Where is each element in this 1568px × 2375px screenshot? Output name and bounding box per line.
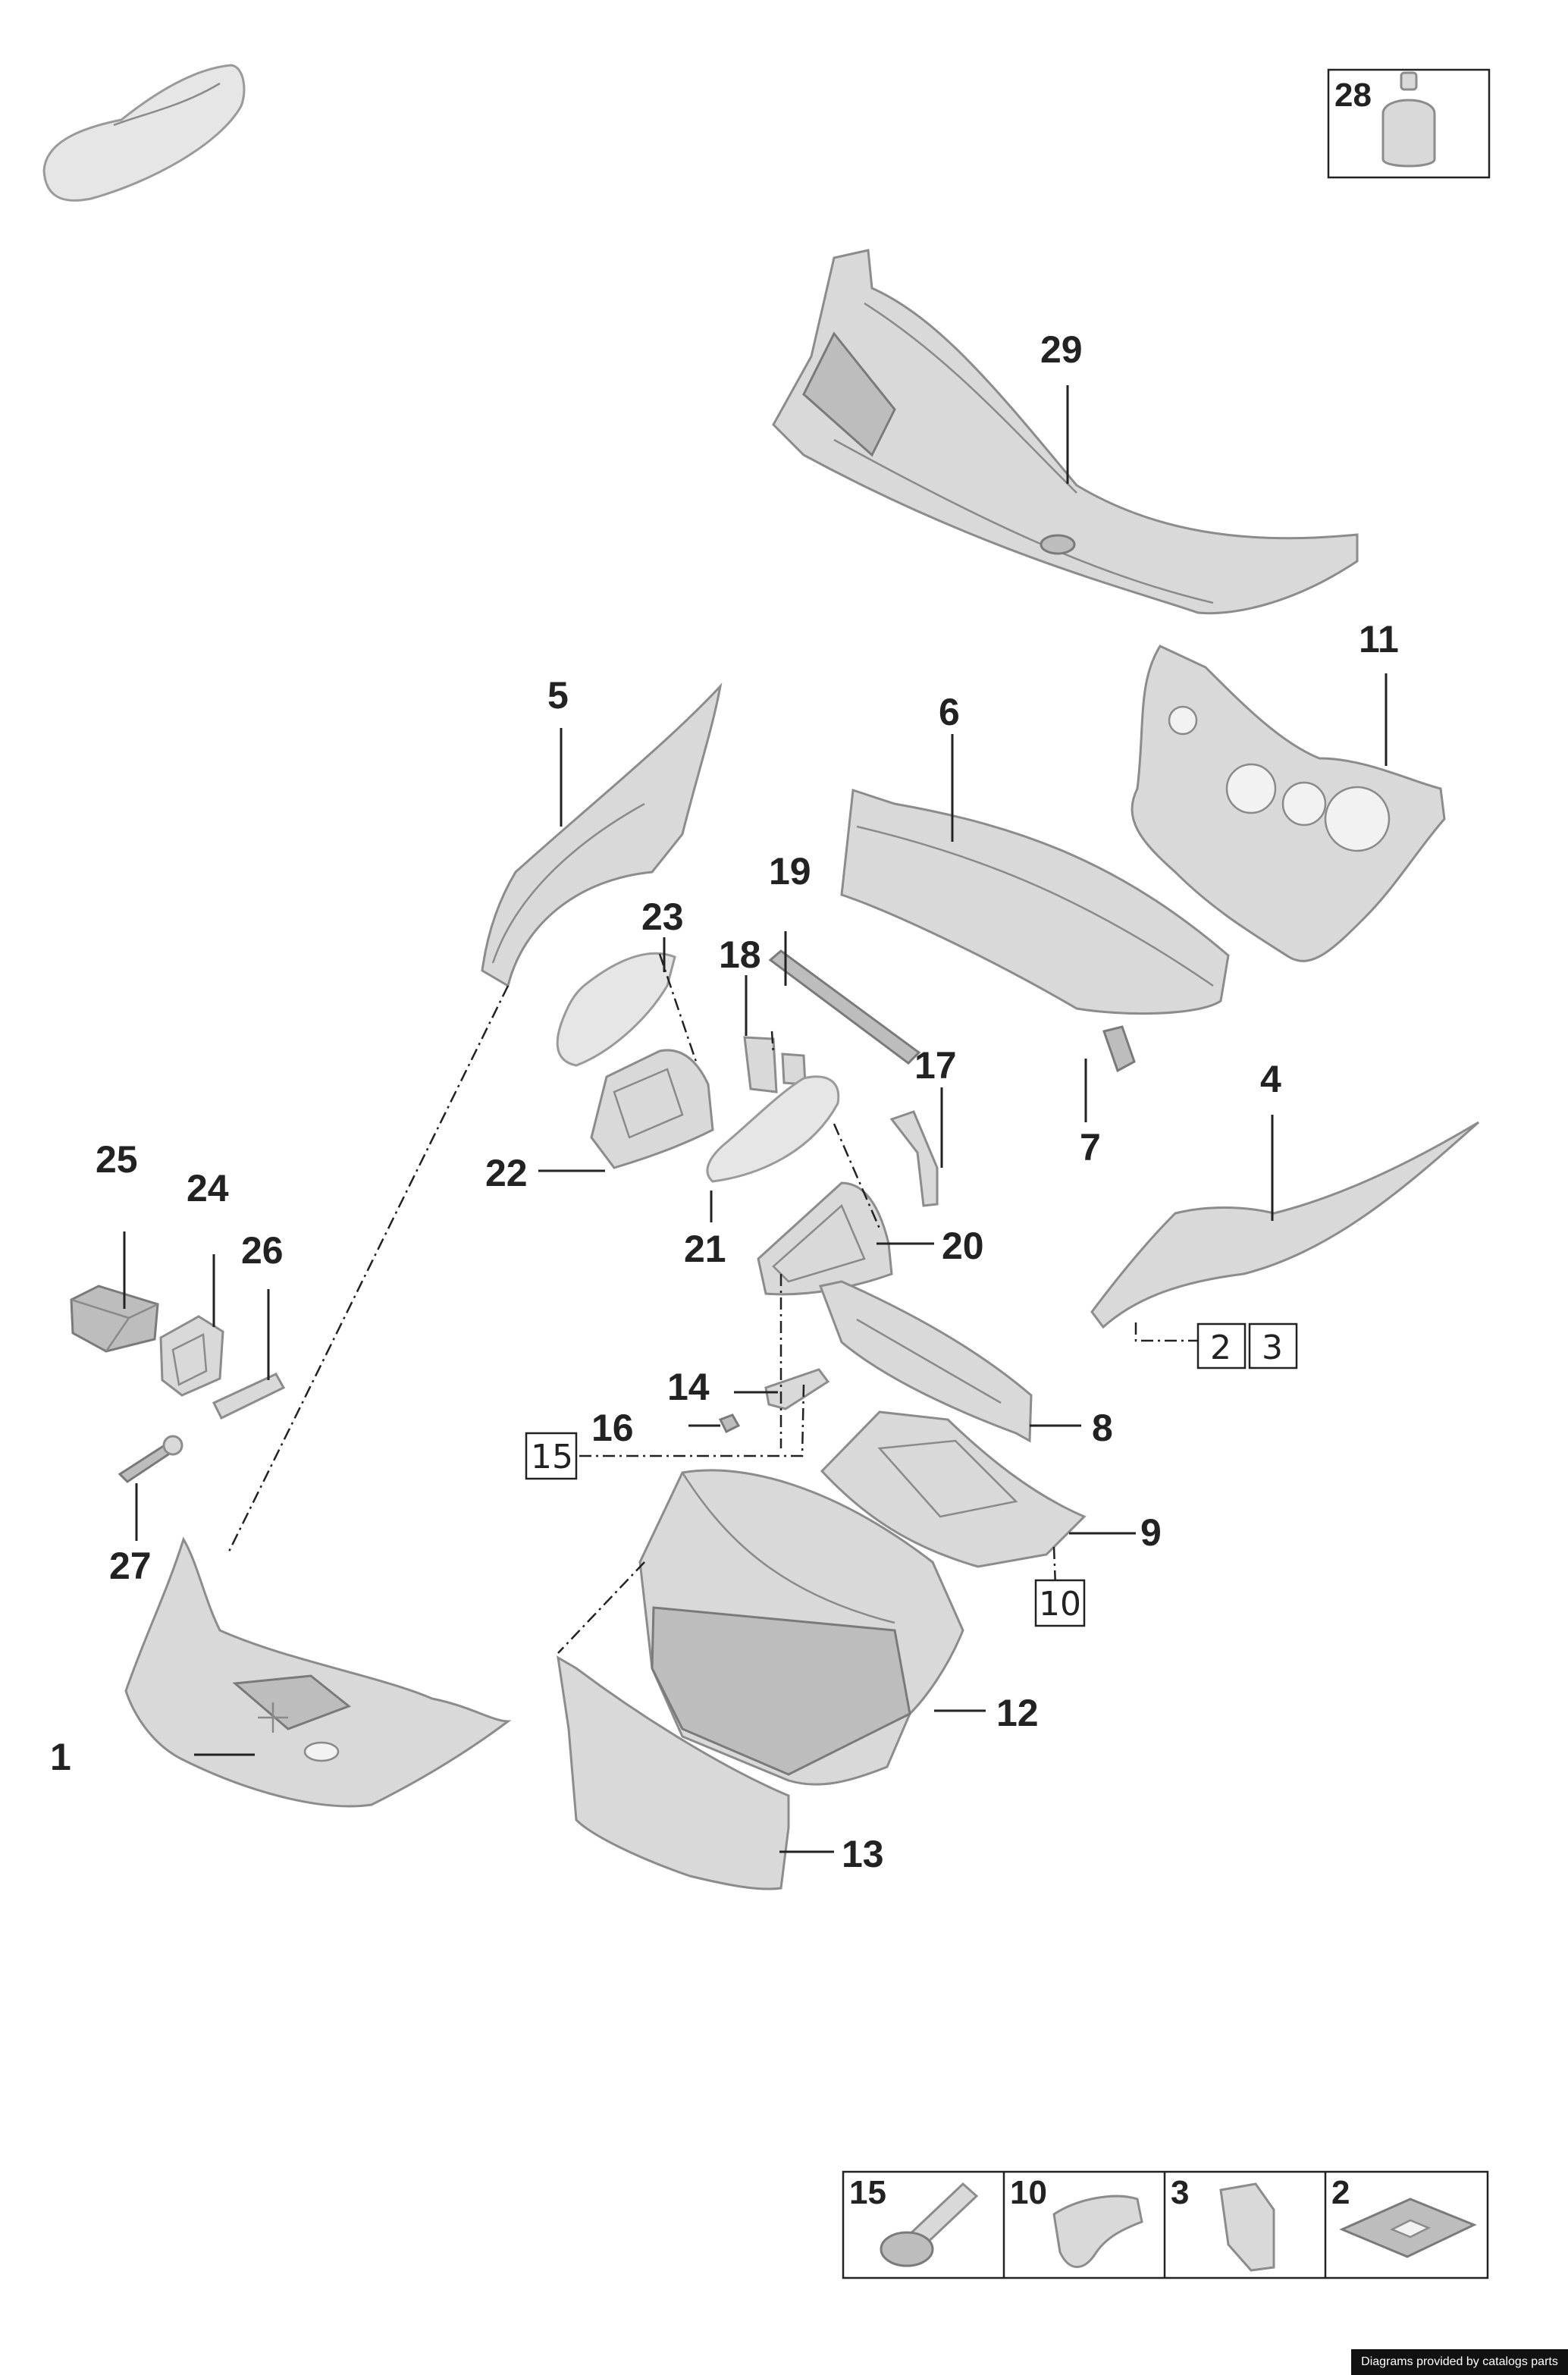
callout-12: 12	[996, 1692, 1039, 1734]
bolt-icon	[880, 2182, 979, 2267]
svg-text:10: 10	[1010, 2174, 1047, 2211]
callout-1: 1	[50, 1736, 71, 1778]
pad-icon	[1339, 2198, 1477, 2258]
svg-text:3: 3	[1262, 1329, 1283, 1367]
clip-icon	[1052, 2195, 1143, 2268]
callout-8: 8	[1092, 1407, 1113, 1449]
callout-20: 20	[942, 1225, 984, 1267]
part-8-panel	[818, 1280, 1033, 1443]
connection-lines	[226, 953, 1198, 1654]
callout-26: 26	[241, 1229, 284, 1272]
part-12-luggage-tub	[638, 1469, 964, 1786]
part-13-front-liner	[557, 1655, 790, 1890]
part-16-clip	[718, 1413, 741, 1434]
boxed-ref-2: 2	[1196, 1322, 1247, 1369]
callout-21: 21	[684, 1228, 726, 1270]
inset-label-28: 28	[1334, 77, 1372, 114]
part-14-clip	[764, 1368, 830, 1410]
callout-17: 17	[914, 1044, 957, 1087]
part-4-side-trim	[1090, 1121, 1479, 1329]
part-25-module-box	[70, 1285, 159, 1353]
svg-text:3: 3	[1171, 2174, 1189, 2211]
part-6-front-panel	[840, 788, 1230, 1015]
inset-cell-2: 2	[1331, 2174, 1477, 2258]
car-thumbnail-icon	[42, 64, 246, 202]
svg-text:2: 2	[1210, 1329, 1231, 1367]
part-5-wheel-arch-liner	[481, 682, 723, 988]
part-18-bracket	[743, 1036, 807, 1093]
callout-24: 24	[187, 1167, 229, 1209]
callout-6: 6	[939, 691, 960, 733]
part-24-box	[159, 1315, 224, 1397]
callout-4: 4	[1260, 1058, 1281, 1100]
part-23-shield	[556, 952, 676, 1067]
boxed-ref-10: 10	[1034, 1579, 1086, 1627]
callout-5: 5	[547, 674, 569, 717]
inset-cell-15: 15	[849, 2174, 979, 2267]
clip-nut-icon	[1219, 2182, 1275, 2272]
callouts: 1 4 5 6 7 8 9 11 12 13 14 16 17 18 19 20…	[50, 328, 1399, 1875]
leader-lines	[123, 385, 1388, 1853]
part-27-tow-eye	[118, 1435, 183, 1483]
inset-box-28: 28	[1327, 68, 1491, 179]
callout-29: 29	[1040, 328, 1083, 371]
callout-7: 7	[1080, 1126, 1101, 1169]
part-7-bracket	[1102, 1025, 1136, 1073]
part-11-bulkhead-insulation	[1131, 645, 1446, 962]
callout-23: 23	[641, 896, 684, 938]
callout-27: 27	[109, 1545, 152, 1587]
footer-credit: Diagrams provided by catalogs parts	[1351, 2349, 1568, 2375]
part-1-front-trim	[124, 1536, 512, 1808]
boxed-refs: 2 3 10 15	[525, 1322, 1298, 1627]
svg-text:2: 2	[1331, 2174, 1350, 2211]
part-29-cowl-panel	[772, 249, 1359, 615]
bottle-icon	[1381, 71, 1436, 168]
part-21-shield	[706, 1075, 840, 1183]
part-9-floor-panel	[820, 1410, 1087, 1568]
callout-19: 19	[769, 850, 811, 893]
svg-text:10: 10	[1039, 1585, 1081, 1624]
bottom-inset-row: 15 10 3 2	[842, 2170, 1489, 2279]
boxed-ref-15: 15	[525, 1432, 578, 1480]
inset-cell-3: 3	[1171, 2174, 1275, 2272]
callout-18: 18	[719, 933, 761, 976]
part-19-bar	[768, 949, 921, 1065]
callout-22: 22	[485, 1152, 528, 1194]
part-20-housing	[757, 1181, 893, 1296]
svg-text:15: 15	[531, 1438, 573, 1476]
callout-13: 13	[842, 1833, 884, 1875]
boxed-ref-3: 3	[1248, 1322, 1298, 1369]
part-26-strip	[212, 1373, 286, 1420]
callout-16: 16	[591, 1407, 634, 1449]
callout-11: 11	[1359, 618, 1399, 660]
callout-9: 9	[1140, 1511, 1162, 1554]
inset-cell-10: 10	[1010, 2174, 1143, 2268]
callout-25: 25	[96, 1138, 138, 1181]
svg-text:15: 15	[849, 2174, 886, 2211]
callout-14: 14	[667, 1366, 710, 1408]
part-17-bracket	[889, 1110, 939, 1207]
part-22-housing	[590, 1049, 714, 1169]
